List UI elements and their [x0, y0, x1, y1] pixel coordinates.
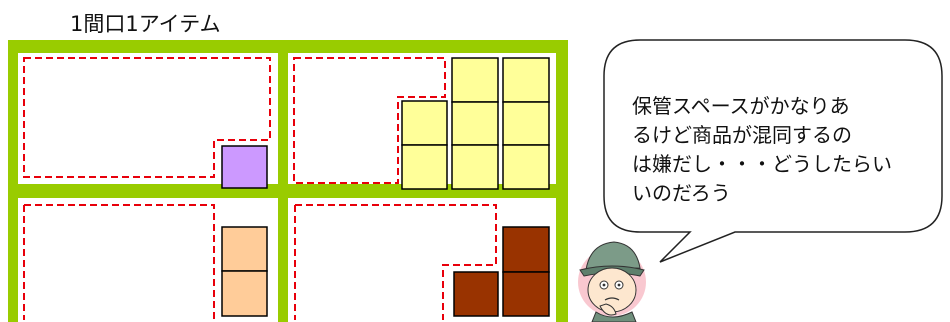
- shelf-frame-right: [556, 40, 568, 322]
- free-space-bottom-left: [24, 204, 215, 320]
- box-yellow: [502, 144, 550, 190]
- box-yellow: [401, 100, 448, 146]
- box-brown: [453, 271, 499, 317]
- worker-pupil-right: [617, 283, 621, 287]
- worker-face: [587, 267, 637, 313]
- speech-line: 保管スペースがかなりあ: [632, 94, 850, 118]
- worker-mouth: [604, 297, 620, 301]
- free-space-top-right: [293, 57, 446, 184]
- worker-hand: [599, 303, 617, 316]
- brown-boxes: [453, 226, 550, 317]
- box-orange: [221, 226, 268, 272]
- free-space-top-left: [23, 57, 271, 178]
- worried-worker-illustration: [578, 241, 646, 322]
- speech-bubble: [603, 39, 943, 263]
- yellow-boxes: [401, 57, 550, 190]
- box-yellow: [502, 57, 550, 103]
- worker-body: [591, 311, 637, 322]
- diagram-title: 1間口1アイテム: [70, 12, 221, 36]
- worker-cap: [585, 241, 641, 271]
- box-yellow: [401, 144, 448, 190]
- free-space-bottom-right: [295, 204, 497, 320]
- box-yellow: [451, 101, 499, 146]
- shelf-frame-divider: [278, 40, 288, 322]
- box-brown: [502, 271, 550, 317]
- speech-line: るけど商品が混同するの: [632, 123, 852, 147]
- worker-pupil-left: [602, 283, 606, 287]
- shelf-frame: [8, 40, 568, 322]
- orange-boxes: [221, 226, 268, 317]
- box-yellow: [451, 57, 499, 103]
- box-brown: [502, 226, 550, 273]
- speech-line: いのだろう: [632, 181, 731, 205]
- box-yellow: [451, 144, 499, 190]
- free-space-outlines: [23, 57, 497, 320]
- box-purple: [221, 145, 268, 189]
- box-yellow: [502, 101, 550, 146]
- box-orange: [221, 270, 268, 317]
- shelf-frame-left: [8, 40, 18, 322]
- speech-line: は嫌だし・・・どうしたらい: [632, 152, 892, 176]
- speech-bubble-text: 保管スペースがかなりあ るけど商品が混同するの は嫌だし・・・どうしたらい いの…: [632, 92, 932, 208]
